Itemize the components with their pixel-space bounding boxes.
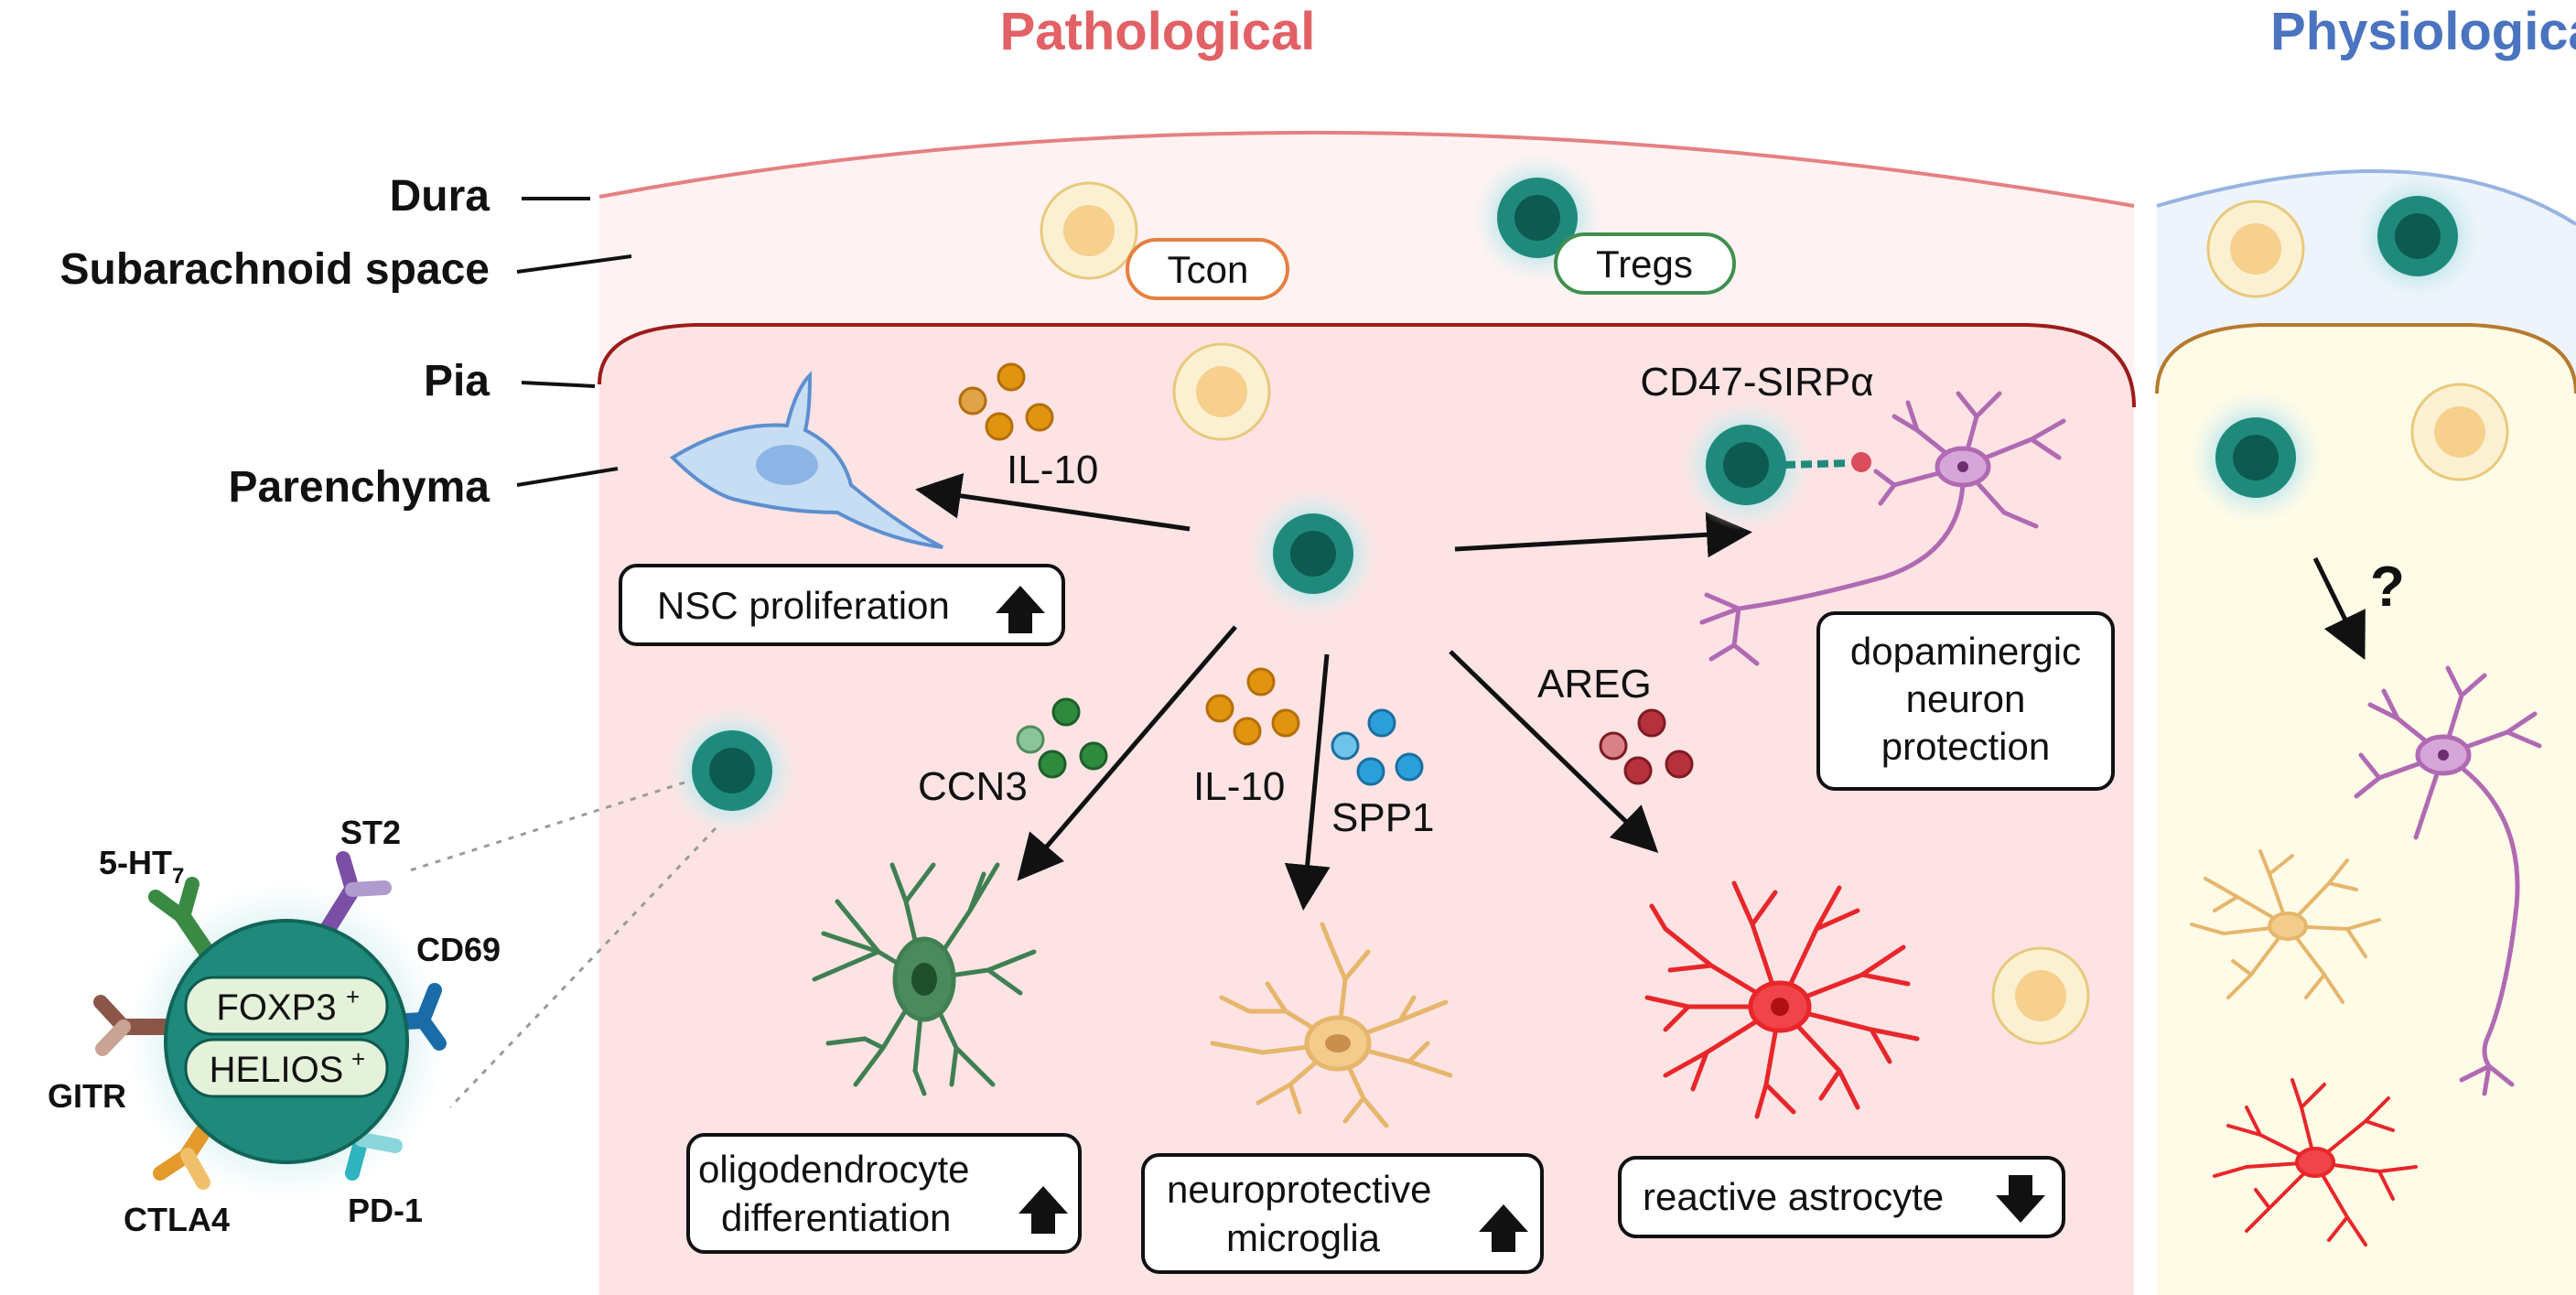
oligo-line1: oligodendrocyte: [698, 1148, 970, 1191]
micro-line1: neuroprotective: [1167, 1168, 1432, 1211]
tcon-cell: [1040, 181, 1138, 280]
astro-outcome-label: reactive astrocyte: [1643, 1175, 1944, 1218]
ctla4-label: CTLA4: [124, 1201, 230, 1238]
arrow-to-neuron-question: [2312, 556, 2366, 660]
physiological-header: Physiological: [2270, 2, 2576, 61]
pd1-label: PD-1: [348, 1192, 423, 1229]
areg-dots: [1599, 708, 1694, 785]
tcon-pill: Tcon: [1126, 238, 1289, 300]
oligo-line2: differentiation: [721, 1196, 951, 1239]
pathological-header: Pathological: [1000, 2, 1316, 61]
micro-line2: microglia: [1226, 1216, 1381, 1259]
dopa-line1: dopaminergic: [1850, 630, 2081, 673]
arrow-to-neuron: [1454, 512, 1752, 558]
foxp3-label: FOXP3: [216, 987, 336, 1028]
gitr-label: GITR: [48, 1077, 126, 1115]
question-mark: ?: [2370, 556, 2405, 619]
treg-cell: [2352, 170, 2484, 302]
zoom-dotted-lines: [406, 781, 717, 1109]
physio-neuron-icon: [2354, 665, 2542, 1096]
helios-label: HELIOS: [210, 1050, 344, 1090]
cd47-sirpa-link: [1784, 452, 1871, 472]
nsc-outcome-box: NSC proliferation: [619, 564, 1065, 646]
arrow-to-astrocyte: [1449, 650, 1659, 853]
effect-arrows: [915, 472, 1752, 911]
cd69-label: CD69: [416, 931, 501, 968]
dopa-line2: neuron: [1906, 677, 2026, 720]
treg-detail-cell: FOXP3 + HELIOS +: [93, 851, 447, 1202]
st2-receptor-icon: [317, 851, 392, 942]
oligodendrocyte-icon: [812, 862, 1037, 1096]
central-treg-cell: [1247, 488, 1379, 620]
ccn3-dots: [1016, 697, 1108, 779]
layer-label-dura: Dura: [390, 172, 490, 221]
helios-sup: +: [351, 1045, 365, 1073]
layer-label-parenchyma: Parenchyma: [229, 463, 490, 512]
leader-line: [516, 467, 619, 487]
arrow-to-nsc: [915, 472, 1191, 532]
tcon-cell: [2410, 383, 2509, 481]
nsc-outcome-label: NSC proliferation: [657, 584, 950, 627]
layer-label-pia: Pia: [424, 357, 490, 405]
dopaminergic-neuron-icon: [1699, 391, 2066, 666]
spp1-dots: [1331, 708, 1424, 786]
tregs-pill: Tregs: [1554, 232, 1736, 295]
microglia-icon: [1210, 922, 1453, 1128]
physio-astrocyte-icon: [2190, 849, 2381, 1004]
tcon-cell: [1991, 946, 2090, 1045]
arrow-to-oligodendrocyte: [1017, 625, 1237, 881]
tregs-label: Tregs: [1596, 243, 1693, 286]
il10-top-dots: [958, 362, 1054, 441]
gitr-receptor-icon: [93, 995, 178, 1056]
tcon-label: Tcon: [1168, 248, 1249, 291]
treg-cell: [2190, 392, 2322, 523]
layer-label-subarachnoid: Subarachnoid space: [60, 245, 490, 294]
tcon-cell: [1172, 342, 1271, 441]
physio-reactive-astrocyte-icon: [2213, 1078, 2418, 1246]
spp1-label: SPP1: [1331, 795, 1435, 840]
il10-mid-dots: [1205, 667, 1300, 746]
oligodendrocyte-outcome-box: oligodendrocyte differentiation: [686, 1133, 1082, 1254]
cd47-sirpa-label: CD47-SIRPα: [1640, 360, 1873, 405]
areg-label: AREG: [1537, 662, 1652, 707]
il10-mid-label: IL-10: [1193, 764, 1285, 809]
leader-line: [516, 254, 632, 274]
dopaminergic-outcome-box: dopaminergic neuron protection: [1816, 611, 2115, 791]
dopa-line3: protection: [1881, 725, 2050, 768]
leader-line: [521, 381, 596, 388]
tcon-cell: [2206, 200, 2305, 298]
foxp3-sup: +: [346, 983, 360, 1010]
microglia-outcome-box: neuroprotective microglia: [1141, 1153, 1544, 1274]
ccn3-label: CCN3: [918, 764, 1028, 809]
pia-membrane: [598, 323, 2136, 408]
il10-top-label: IL-10: [1007, 448, 1098, 492]
nsc-cell-icon: [669, 371, 943, 549]
arrow-up-icon: [1019, 1186, 1068, 1234]
st2-label: ST2: [340, 814, 401, 851]
ht7-label: 5-HT7: [99, 844, 184, 889]
treg-cell: [666, 705, 798, 836]
astrocyte-outcome-box: reactive astrocyte: [1618, 1156, 2065, 1238]
arrow-down-icon: [1996, 1175, 2045, 1223]
dura-membrane: [598, 130, 2135, 208]
arrow-up-icon: [996, 586, 1045, 633]
reactive-astrocyte-icon: [1644, 880, 1920, 1119]
arrow-to-microglia: [1284, 653, 1331, 911]
arrow-up-icon: [1479, 1204, 1528, 1252]
